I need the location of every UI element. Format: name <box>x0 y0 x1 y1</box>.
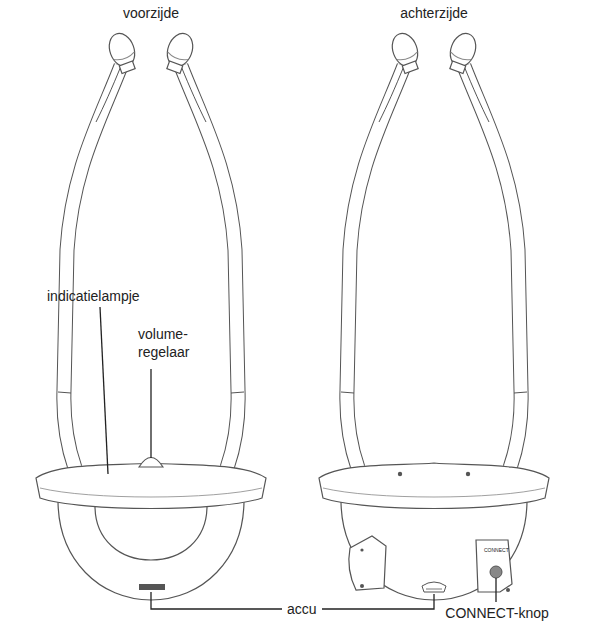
part-label: CONNECT-knop <box>445 604 548 622</box>
leader-lines <box>100 307 496 609</box>
part-label: indicatielampje <box>47 287 140 305</box>
part-label: accu <box>287 600 317 618</box>
headset-back <box>319 30 549 600</box>
view-title: voorzijde <box>123 4 179 22</box>
headset-front <box>36 30 266 600</box>
device-print: CONNECT <box>484 548 509 553</box>
view-title: achterzijde <box>400 4 468 22</box>
part-label: volume- regelaar <box>138 325 202 361</box>
